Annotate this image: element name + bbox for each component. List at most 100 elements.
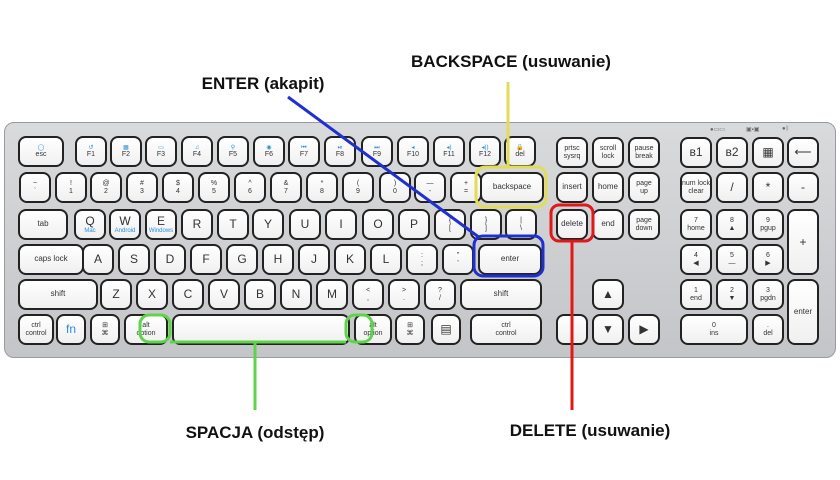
key-k[interactable]: K: [334, 244, 366, 275]
key-symbol[interactable]: ⟵: [787, 137, 819, 168]
key-shift[interactable]: shift: [460, 279, 542, 310]
key-c[interactable]: C: [172, 279, 204, 310]
key-a[interactable]: A: [82, 244, 114, 275]
key-f6[interactable]: ◉F6: [253, 136, 285, 167]
key-end[interactable]: end: [592, 209, 624, 240]
key-home[interactable]: home: [592, 172, 624, 203]
key-m[interactable]: M: [316, 279, 348, 310]
key-symbol[interactable]: -: [787, 172, 819, 203]
key-symbol[interactable]: +: [787, 209, 819, 275]
key-symbol[interactable]: >.: [388, 279, 420, 310]
key-caps-lock[interactable]: caps lock: [18, 244, 84, 275]
key-symbol[interactable]: 2▼: [716, 279, 748, 310]
key-5[interactable]: %5: [198, 172, 230, 203]
key-shift[interactable]: shift: [18, 279, 98, 310]
key-1[interactable]: ʙ1: [680, 137, 712, 168]
key-f5[interactable]: ⚲F5: [217, 136, 249, 167]
key-f[interactable]: F: [190, 244, 222, 275]
key-symbol[interactable]: 8▲: [716, 209, 748, 240]
key-symbol[interactable]: ~`: [19, 172, 51, 203]
key-tab[interactable]: tab: [18, 209, 68, 240]
key-symbol[interactable]: <,: [352, 279, 384, 310]
key-backspace[interactable]: backspace: [480, 172, 544, 203]
key-i[interactable]: I: [325, 209, 357, 240]
key-label: shift: [50, 289, 66, 299]
key-g[interactable]: G: [226, 244, 258, 275]
key-f2[interactable]: ▦F2: [110, 136, 142, 167]
key-t[interactable]: T: [217, 209, 249, 240]
key-f7[interactable]: ⏮F7: [288, 136, 320, 167]
key-symbol[interactable]: ▦: [752, 137, 784, 168]
key-symbol[interactable]: ▲: [592, 279, 624, 310]
key-2[interactable]: ʙ2: [716, 137, 748, 168]
key-h[interactable]: H: [262, 244, 294, 275]
key-8[interactable]: *8: [306, 172, 338, 203]
key-p[interactable]: P: [398, 209, 430, 240]
key-delete[interactable]: delete: [556, 209, 588, 240]
key-symbol[interactable]: ⊞⌘: [395, 314, 425, 345]
key-f10[interactable]: ◂F10: [397, 136, 429, 167]
key-insert[interactable]: insert: [556, 172, 588, 203]
key-4[interactable]: $4: [162, 172, 194, 203]
key-symbol[interactable]: "': [442, 244, 474, 275]
key-f11[interactable]: ◂)F11: [433, 136, 465, 167]
key-symbol[interactable]: :;: [406, 244, 438, 275]
key-j[interactable]: J: [298, 244, 330, 275]
key-z[interactable]: Z: [100, 279, 132, 310]
key-symbol[interactable]: 5—: [716, 244, 748, 275]
key-symbol[interactable]: ▼: [592, 314, 624, 345]
key-s[interactable]: S: [118, 244, 150, 275]
key-1[interactable]: !1: [55, 172, 87, 203]
key-d[interactable]: D: [154, 244, 186, 275]
key-n[interactable]: N: [280, 279, 312, 310]
key-v[interactable]: V: [208, 279, 240, 310]
key-o[interactable]: O: [362, 209, 394, 240]
key-symbol[interactable]: ⊞⌘: [90, 314, 120, 345]
key-symbol[interactable]: 6▶: [752, 244, 784, 275]
key-fn[interactable]: fn: [56, 314, 86, 345]
key-enter[interactable]: enter: [787, 279, 819, 345]
key-f1[interactable]: ↺F1: [75, 136, 107, 167]
key-y[interactable]: Y: [252, 209, 284, 240]
key-x[interactable]: X: [136, 279, 168, 310]
key-symbol[interactable]: 4◀: [680, 244, 712, 275]
key-enter[interactable]: enter: [478, 244, 542, 275]
key-f4[interactable]: ♫F4: [181, 136, 213, 167]
key-symbol[interactable]: /: [716, 172, 748, 203]
key-del[interactable]: .del: [752, 314, 784, 345]
key-7[interactable]: &7: [270, 172, 302, 203]
key-f3[interactable]: ▭F3: [145, 136, 177, 167]
key-symbol[interactable]: ▶: [628, 314, 660, 345]
key-symbol[interactable]: —-: [414, 172, 446, 203]
key-blank[interactable]: [172, 314, 350, 345]
key-symbol[interactable]: *: [752, 172, 784, 203]
key-9[interactable]: (9: [342, 172, 374, 203]
key-6[interactable]: ^6: [234, 172, 266, 203]
key-u[interactable]: U: [289, 209, 321, 240]
key-esc[interactable]: ◯esc: [18, 136, 64, 167]
key-r[interactable]: R: [181, 209, 213, 240]
key-3[interactable]: #3: [126, 172, 158, 203]
key-2[interactable]: @2: [90, 172, 122, 203]
key-symbol[interactable]: ▤: [431, 314, 461, 345]
key-l[interactable]: L: [370, 244, 402, 275]
key-b[interactable]: B: [244, 279, 276, 310]
key-symbol[interactable]: ?/: [424, 279, 456, 310]
